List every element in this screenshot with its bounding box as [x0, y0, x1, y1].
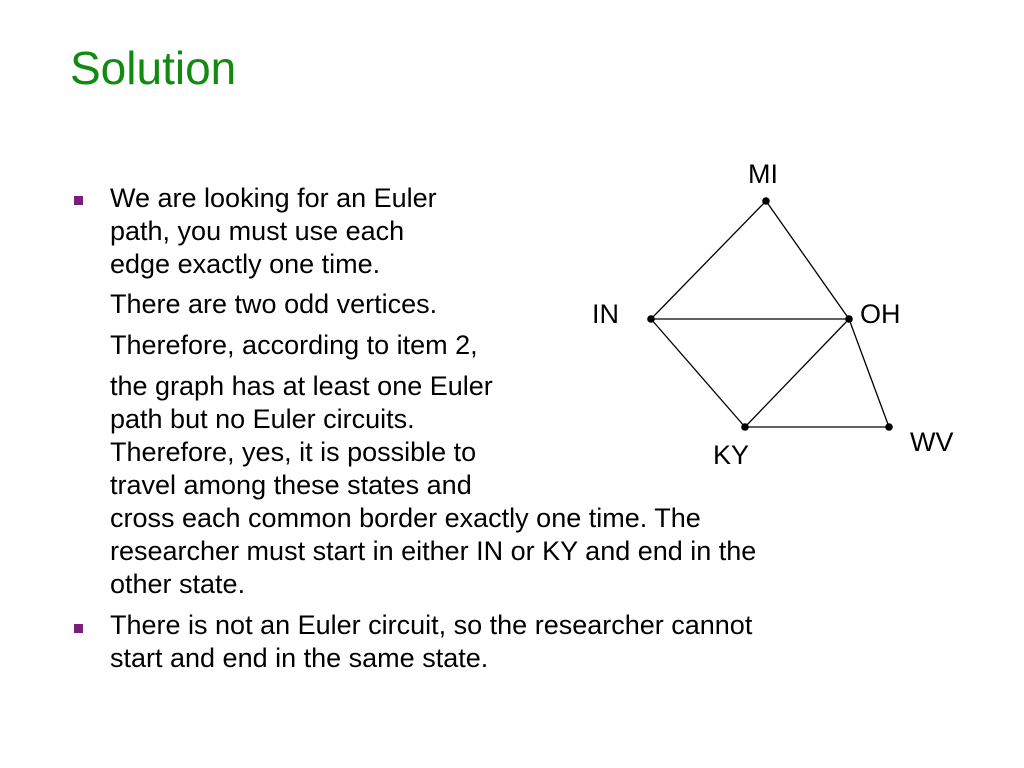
edge-in-ky — [650, 318, 746, 428]
vertex-mi — [762, 197, 770, 205]
vertex-label-mi: MI — [748, 159, 778, 189]
bullet1-line: path, you must use each — [110, 216, 405, 246]
bullet1-line: We are looking for an Euler — [110, 183, 437, 213]
vertex-label-in: IN — [592, 299, 619, 329]
bullet1-line: travel among these states and — [110, 470, 472, 500]
edge-mi-oh — [765, 200, 850, 320]
edge-mi-in — [650, 200, 767, 320]
vertex-label-oh: OH — [860, 299, 901, 329]
edge-oh-wv — [848, 318, 890, 428]
bullet1-line: researcher must start in either IN or KY… — [110, 536, 757, 566]
vertex-label-ky: KY — [713, 440, 750, 470]
bullet2-line: There is not an Euler circuit, so the re… — [110, 610, 753, 640]
bullet1-line: There are two odd vertices. — [110, 289, 438, 319]
bullet1-line: path but no Euler circuits. — [110, 404, 415, 434]
bullet1-line: the graph has at least one Euler — [110, 371, 493, 401]
edge-oh-ky — [744, 318, 850, 428]
vertex-label-wv: WV — [910, 427, 954, 457]
bullet2-line: start and end in the same state. — [110, 643, 489, 673]
bullet1-line: cross each common border exactly one tim… — [110, 503, 701, 533]
bullet-marker-2 — [74, 624, 83, 633]
vertex-oh — [845, 315, 853, 323]
vertex-in — [647, 315, 655, 323]
bullet-marker-1 — [74, 196, 83, 205]
bullet1-line: edge exactly one time. — [110, 249, 381, 279]
vertex-wv — [885, 423, 893, 431]
bullet1-line: Therefore, yes, it is possible to — [110, 437, 477, 467]
vertex-ky — [741, 423, 749, 431]
bullet1-line: other state. — [110, 569, 246, 599]
bullet1-line: Therefore, according to item 2, — [110, 330, 478, 360]
slide-title: Solution — [70, 42, 237, 94]
